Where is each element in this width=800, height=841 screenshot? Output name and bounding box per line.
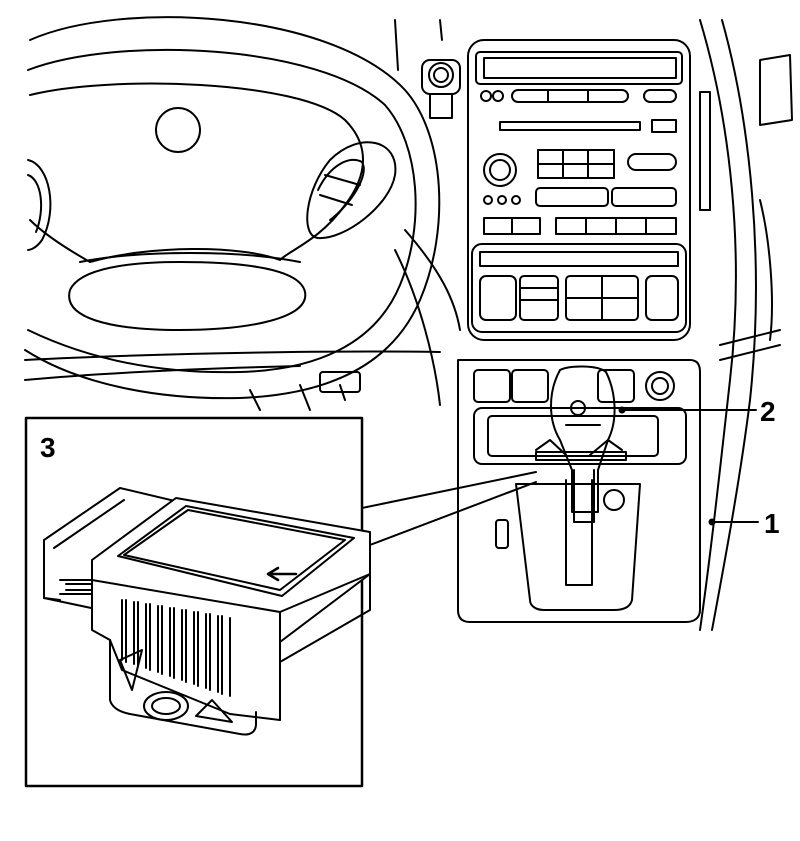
steering-wheel <box>24 16 441 400</box>
callout-label-1: 1 <box>764 508 780 539</box>
left-spoke-vent <box>27 159 52 251</box>
radio-unit <box>467 39 711 341</box>
mount-hole <box>143 691 189 721</box>
steering-wheel-inner-rim <box>27 48 417 374</box>
callout-leaders <box>361 406 759 549</box>
light-switch-knob <box>421 59 461 119</box>
right-spoke-vent <box>306 141 397 240</box>
steering-wheel-outer-rim <box>24 16 441 400</box>
sensor-ribs <box>121 599 231 697</box>
leader-dot-2 <box>618 406 626 414</box>
sensor-module <box>43 487 371 736</box>
center-console <box>457 359 701 623</box>
direction-arrow <box>266 566 298 582</box>
console-outline <box>457 359 701 623</box>
leader-dot-1 <box>708 518 716 526</box>
right-spoke-vent-inner <box>317 158 365 221</box>
radio-bezel <box>467 39 691 341</box>
gear-gate-plate <box>515 483 641 611</box>
horn-button <box>155 107 201 153</box>
callout-label-2: 2 <box>760 396 776 427</box>
radio-volume-knob <box>483 153 517 187</box>
gear-shift-lever <box>550 365 616 513</box>
detail-pointer-lines <box>361 471 537 549</box>
dashboard-trim-lines <box>24 19 793 631</box>
callout-label-3: 3 <box>40 432 56 463</box>
steering-wheel-hub <box>29 82 364 263</box>
sensor-cover-panel <box>117 505 355 597</box>
left-spoke-vent-inner <box>27 174 43 233</box>
detail-inset <box>24 416 371 788</box>
sensor-mount-flange <box>109 639 257 736</box>
airbag-pad <box>68 261 307 331</box>
steering-lower-bar <box>79 252 301 263</box>
right-spoke-vent-slats <box>319 174 361 206</box>
